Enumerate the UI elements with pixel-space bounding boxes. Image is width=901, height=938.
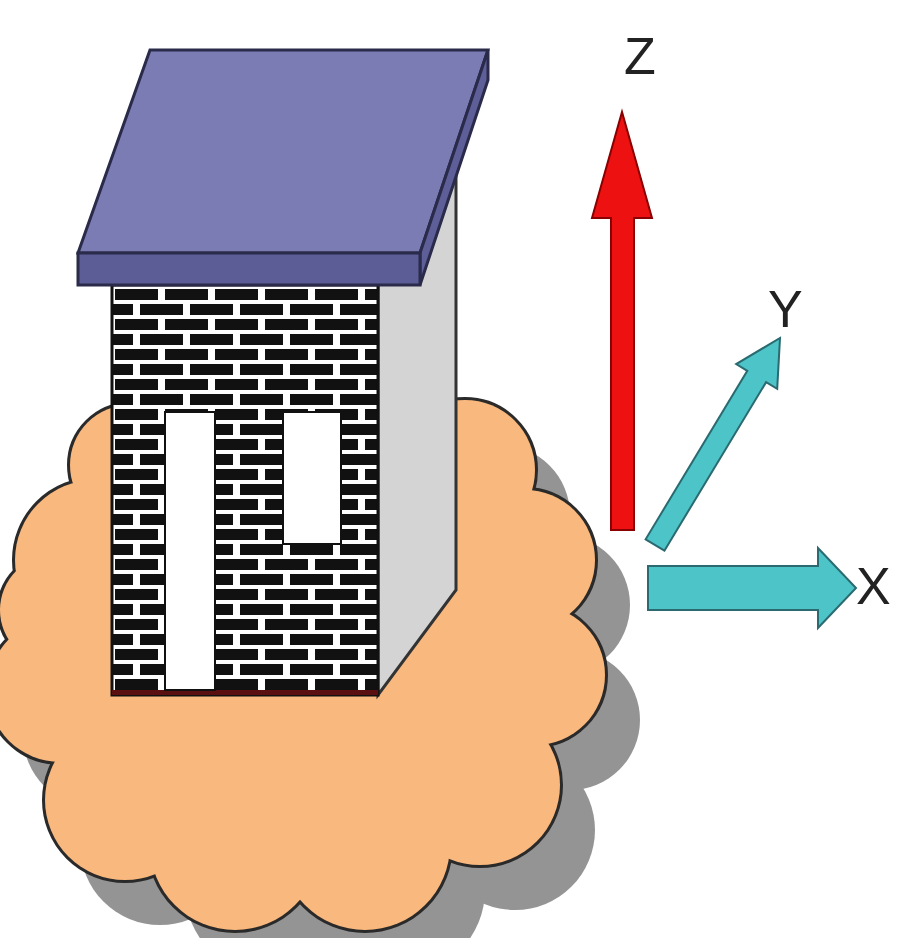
window (283, 412, 341, 544)
axis-label: Y (768, 283, 803, 335)
wall-base (112, 690, 378, 695)
roof-edge-front (78, 253, 420, 285)
roof-edge-side (420, 50, 488, 285)
axis-label: X (856, 560, 891, 612)
brick-wall (112, 285, 378, 695)
axis-label: Z (624, 30, 656, 82)
roof-top (78, 50, 488, 253)
y-axis-arrow (646, 338, 780, 551)
z-axis-arrow (592, 112, 652, 530)
x-axis-arrow (648, 548, 856, 628)
door (165, 412, 215, 690)
